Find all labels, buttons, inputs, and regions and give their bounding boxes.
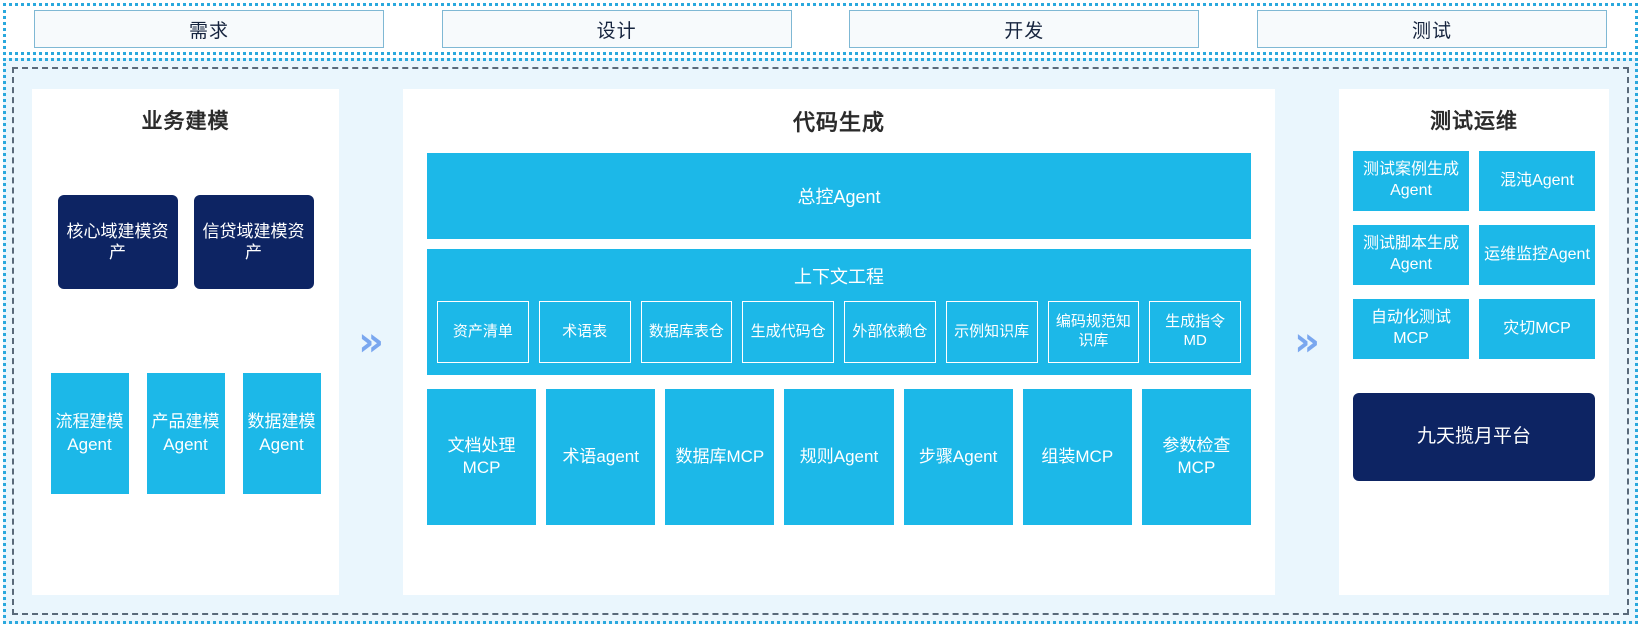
panel-business-modeling: 业务建模 核心域建模资产 信贷域建模资产 流程建模Agent [32,89,339,595]
panel-test-operations: 测试运维 测试案例生成Agent 混沌Agent 测试脚本生成Agent 运维监… [1339,89,1609,595]
modeling-agents-row: 流程建模Agent 产品建模Agent 数据建模Agent [46,373,325,494]
agent-data-modeling[interactable]: 数据建模Agent [242,373,321,494]
tile-label: 资产清单 [452,322,513,340]
phase-strip: 需求 设计 开发 测试 [3,3,1638,55]
tile-label: 灾切MCP [1503,319,1571,337]
phase-tab-label: 需求 [188,20,229,42]
phase-tab-testing[interactable]: 测试 [1256,10,1607,48]
context-engineering-block: 上下文工程 资产清单 术语表 数据库表仓 [427,249,1251,375]
panels-row: 业务建模 核心域建模资产 信贷域建模资产 流程建模Agent [14,69,1627,613]
phase-tab-label: 测试 [1411,20,1452,42]
tile-label: 混沌Agent [1500,171,1574,189]
tile-label: 总控Agent [797,187,881,207]
tile-label: 自动化测试MCP [1370,309,1451,347]
tile-label: 数据建模Agent [247,412,316,454]
mcp-disaster-switchover[interactable]: 灾切MCP [1479,299,1595,359]
tile-label: 数据库表仓 [648,322,724,340]
context-items-row: 资产清单 术语表 数据库表仓 生成代码仓 [437,301,1241,363]
tile-label: 核心域建模资产 [66,221,169,262]
tile-label: 组装MCP [1041,446,1114,466]
panel-title-test-operations: 测试运维 [1430,110,1518,133]
tile-label: 运维监控Agent [1484,245,1590,263]
panel-code-generation: 代码生成 总控Agent 上下文工程 资产清单 术语表 [403,89,1275,595]
business-assets-row: 核心域建模资产 信贷域建模资产 [46,195,325,289]
phase-tab-label: 设计 [596,20,637,42]
tile-label: 产品建模Agent [151,412,220,454]
tile-label: 数据库MCP [675,446,765,466]
master-control-agent[interactable]: 总控Agent [427,153,1251,239]
phase-tab-label: 开发 [1004,20,1045,42]
tile-label: 编码规范知识库 [1055,313,1131,349]
tile-label: 测试案例生成Agent [1362,161,1459,199]
panel-title-business-modeling: 业务建模 [141,110,230,133]
tile-label: 测试脚本生成Agent [1362,235,1459,273]
agent-process-modeling[interactable]: 流程建模Agent [50,373,129,494]
context-engineering-title: 上下文工程 [794,267,884,287]
tile-label: 信贷域建模资产 [202,221,305,262]
agent-chaos[interactable]: 混沌Agent [1479,151,1595,211]
tile-label: 文档处理MCP [447,435,516,477]
phase-tab-development[interactable]: 开发 [849,10,1200,48]
tools-row: 文档处理MCP 术语agent 数据库MCP 规则Agent 步骤Agent [427,389,1251,525]
tile-label: 术语agent [562,446,639,466]
main-inner-frame: 业务建模 核心域建模资产 信贷域建模资产 流程建模Agent [12,67,1629,615]
context-item-generation-instruction-md[interactable]: 生成指令MD [1149,301,1241,363]
agent-ops-monitoring[interactable]: 运维监控Agent [1479,225,1595,285]
tool-step-agent[interactable]: 步骤Agent [903,389,1013,525]
context-item-db-table-repo[interactable]: 数据库表仓 [640,301,733,363]
context-item-generated-code-repo[interactable]: 生成代码仓 [742,301,834,363]
tool-parameter-check-mcp[interactable]: 参数检查MCP [1141,389,1251,525]
panel-title-code-generation: 代码生成 [792,110,885,135]
tile-label: 参数检查MCP [1162,435,1231,477]
tile-label: 示例知识库 [954,322,1030,340]
context-item-glossary[interactable]: 术语表 [538,301,631,363]
tile-label: 生成代码仓 [750,322,826,340]
double-chevron-right-icon-1: » [358,319,384,365]
context-item-asset-list[interactable]: 资产清单 [437,301,529,363]
tool-document-processing-mcp[interactable]: 文档处理MCP [427,389,537,525]
phase-tab-requirements[interactable]: 需求 [34,10,384,48]
agent-test-script-generation[interactable]: 测试脚本生成Agent [1353,225,1469,285]
context-item-example-knowledge-base[interactable]: 示例知识库 [945,301,1038,363]
test-ops-grid: 测试案例生成Agent 混沌Agent 测试脚本生成Agent 运维监控Agen… [1353,151,1595,359]
tool-glossary-agent[interactable]: 术语agent [546,389,656,525]
double-chevron-right-icon-2: » [1294,319,1320,365]
context-item-coding-standard-knowledge-base[interactable]: 编码规范知识库 [1047,301,1140,363]
phase-tab-design[interactable]: 设计 [441,10,792,48]
tile-label: 生成指令MD [1165,313,1226,349]
agent-test-case-generation[interactable]: 测试案例生成Agent [1353,151,1469,211]
mcp-automated-testing[interactable]: 自动化测试MCP [1353,299,1469,359]
asset-credit-domain[interactable]: 信贷域建模资产 [193,195,314,289]
asset-core-domain[interactable]: 核心域建模资产 [57,195,178,289]
arrow-gap-right: » [1275,89,1339,595]
tool-rule-agent[interactable]: 规则Agent [784,389,894,525]
agent-product-modeling[interactable]: 产品建模Agent [146,373,225,494]
tile-label: 外部依赖仓 [852,322,928,340]
context-item-external-dependency-repo[interactable]: 外部依赖仓 [844,301,936,363]
platform-jiutian-lanyue[interactable]: 九天揽月平台 [1353,393,1595,481]
tool-database-mcp[interactable]: 数据库MCP [665,389,775,525]
arrow-gap-left: » [339,89,403,595]
tile-label: 九天揽月平台 [1416,426,1531,448]
main-outer-frame: 业务建模 核心域建模资产 信贷域建模资产 流程建模Agent [3,58,1638,624]
tile-label: 流程建模Agent [55,412,124,454]
tile-label: 规则Agent [799,446,879,466]
tool-assembly-mcp[interactable]: 组装MCP [1022,389,1132,525]
tile-label: 步骤Agent [918,446,998,466]
tile-label: 术语表 [562,322,608,340]
